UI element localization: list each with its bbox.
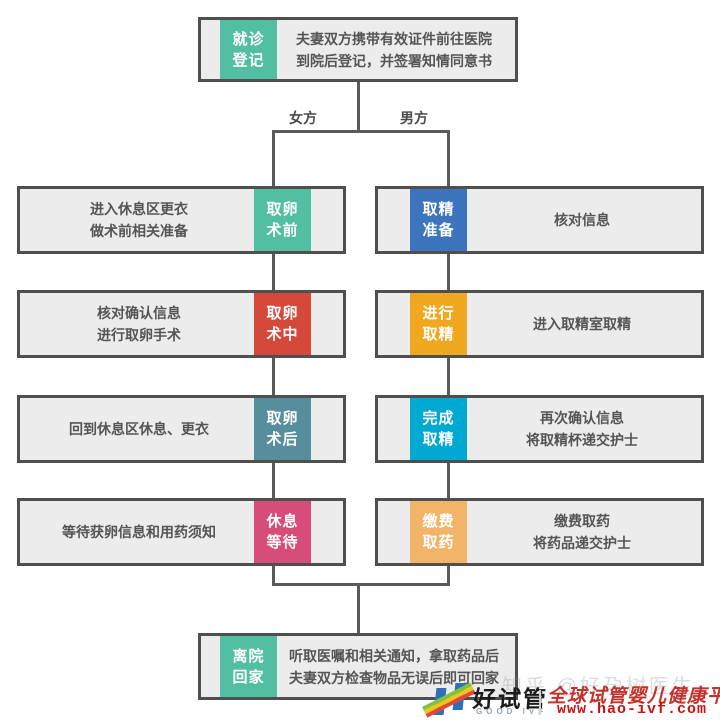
node-departure-tag: 离院 回家 [220, 636, 277, 697]
node-female-rest-wait-tag: 休息 等待 [254, 501, 311, 563]
node-departure: 离院 回家 听取医嘱和相关通知，拿取药品后 夫妻双方检查物品无误后即可回家 [198, 633, 518, 700]
node-female-during-retrieval-desc: 核对确认信息 进行取卵手术 [97, 305, 181, 343]
connector-male-1-2 [447, 252, 450, 292]
zhihu-watermark: 知乎 @好孕树医生 [502, 676, 695, 698]
connector-bottom-vertical [357, 583, 360, 633]
node-male-prepare-tag: 取精 准备 [410, 189, 467, 251]
node-registration-desc: 夫妻双方携带有效证件前往医院 到院后登记，并签署知情同意书 [296, 30, 492, 69]
node-male-prepare-desc: 核对信息 [554, 212, 610, 228]
node-registration-tag: 就诊 登记 [220, 20, 277, 79]
node-female-pre-retrieval-tag: 取卵 术前 [254, 189, 311, 251]
node-male-finish-tag: 完成 取精 [410, 398, 467, 460]
node-male-pay-medicine-desc: 缴费取药 将药品递交护士 [533, 513, 631, 551]
node-male-pay-medicine: 缴费 取药 缴费取药 将药品递交护士 [375, 498, 704, 566]
connector-female-3-4 [272, 461, 275, 500]
footer-divider [539, 690, 541, 715]
connector-merge-horizontal [272, 583, 450, 586]
node-female-post-retrieval-desc: 回到休息区休息、更衣 [69, 421, 209, 437]
node-female-pre-retrieval: 进入休息区更衣 做术前相关准备 取卵 术前 [17, 186, 346, 254]
brand-slogan: 全球试管婴儿健康平台 [547, 686, 720, 707]
connector-branch-horizontal [272, 130, 450, 133]
node-male-finish: 完成 取精 再次确认信息 将取精杯递交护士 [375, 395, 704, 463]
connector-female-1-2 [272, 252, 275, 292]
connector-male-out [447, 564, 450, 586]
good-ivf-logo-icon [421, 681, 476, 718]
node-male-prepare: 取精 准备 核对信息 [375, 186, 704, 254]
node-male-collect-desc: 进入取精室取精 [533, 316, 631, 332]
connector-top-vertical [357, 80, 360, 132]
node-male-pay-medicine-tag: 缴费 取药 [410, 501, 467, 563]
branch-label-male: 男方 [400, 110, 428, 126]
connector-female-out [272, 564, 275, 586]
connector-female-branch [272, 130, 275, 186]
node-male-collect-tag: 进行 取精 [410, 293, 467, 355]
node-female-rest-wait-desc: 等待获卵信息和用药须知 [62, 524, 216, 540]
branch-label-female: 女方 [289, 110, 317, 126]
node-female-pre-retrieval-desc: 进入休息区更衣 做术前相关准备 [90, 201, 188, 239]
node-registration: 就诊 登记 夫妻双方携带有效证件前往医院 到院后登记，并签署知情同意书 [198, 17, 518, 82]
node-male-finish-desc: 再次确认信息 将取精杯递交护士 [526, 410, 638, 448]
connector-female-2-3 [272, 356, 275, 397]
logo-swoosh [421, 682, 476, 718]
connector-male-branch [447, 130, 450, 186]
node-female-during-retrieval-tag: 取卵 术中 [254, 293, 311, 355]
node-female-during-retrieval: 核对确认信息 进行取卵手术 取卵 术中 [17, 290, 346, 358]
connector-male-3-4 [447, 461, 450, 500]
connector-male-2-3 [447, 356, 450, 397]
brand-subtitle: GOOD IVF [476, 707, 548, 716]
node-male-collect: 进行 取精 进入取精室取精 [375, 290, 704, 358]
node-departure-desc: 听取医嘱和相关通知，拿取药品后 夫妻双方检查物品无误后即可回家 [289, 647, 499, 686]
node-female-post-retrieval-tag: 取卵 术后 [254, 398, 311, 460]
node-female-rest-wait: 等待获卵信息和用药须知 休息 等待 [17, 498, 346, 566]
brand-url: www.hao-ivf.com [557, 701, 708, 718]
node-female-post-retrieval: 回到休息区休息、更衣 取卵 术后 [17, 395, 346, 463]
